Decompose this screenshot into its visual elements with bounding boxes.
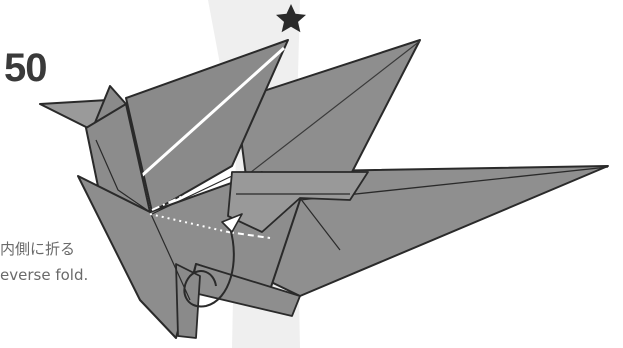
step-number: 50 — [4, 48, 47, 88]
instruction-english: everse fold. — [0, 262, 88, 288]
instruction-japanese: 内側に折る — [0, 236, 88, 262]
instruction-caption: 内側に折る everse fold. — [0, 236, 88, 288]
